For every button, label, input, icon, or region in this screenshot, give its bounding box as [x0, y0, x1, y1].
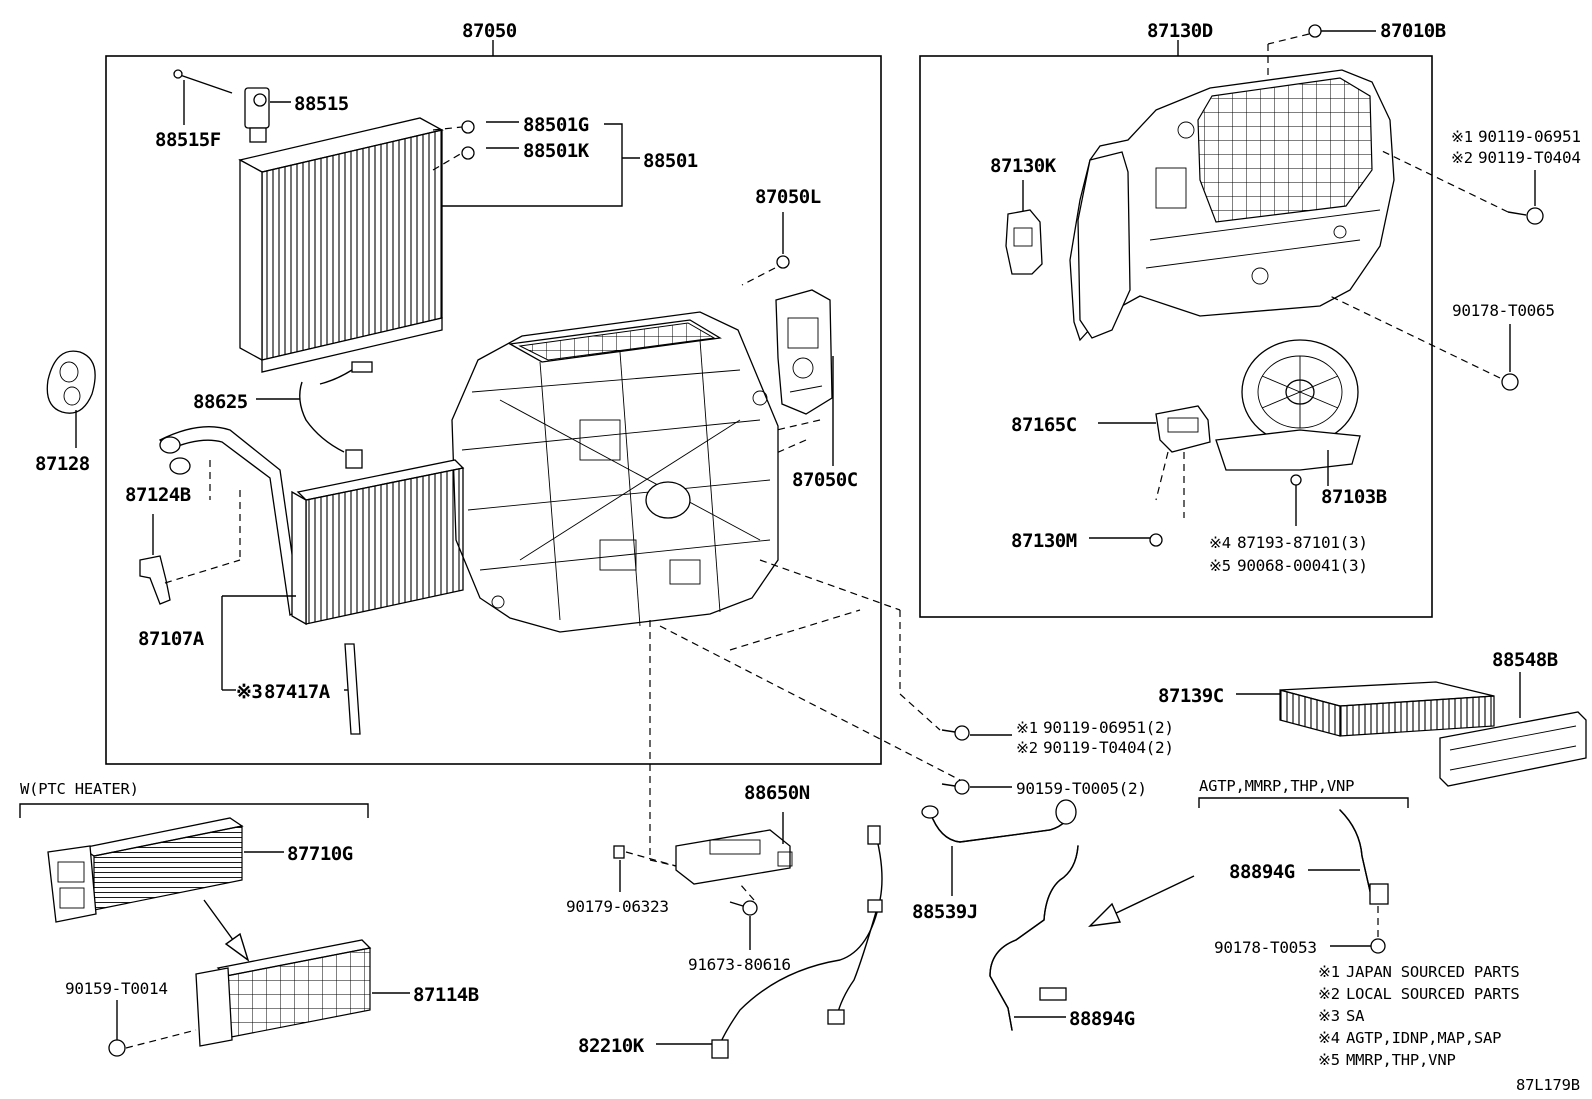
legend-mark: ※4	[1318, 1029, 1340, 1047]
filter-cover-drawing	[1439, 711, 1587, 787]
legend-text: MMRP,THP,VNP	[1346, 1051, 1456, 1069]
legend-mark: ※1	[1318, 963, 1340, 981]
grommet-87128-drawing	[46, 350, 96, 414]
legend-text: SA	[1346, 1007, 1365, 1025]
mark-2a: ※2	[1451, 149, 1473, 167]
callout-90119-T0404-2: 90119-T0404(2)	[1043, 738, 1174, 757]
hvac-case-drawing	[451, 311, 779, 633]
legend: ※1 JAPAN SOURCED PARTS ※2 LOCAL SOURCED …	[1318, 963, 1520, 1069]
callout-90068-00041: 90068-00041(3)	[1237, 556, 1368, 575]
seal-87417A-drawing	[344, 643, 361, 735]
evaporator-drawing	[238, 117, 444, 373]
figure-id: 87L179B	[1516, 1076, 1580, 1094]
legend-mark: ※2	[1318, 985, 1340, 1003]
callout-88539J: 88539J	[912, 901, 978, 923]
expansion-valve-drawing	[173, 69, 270, 143]
callout-87124B: 87124B	[125, 484, 191, 506]
group-ptc-heater: W(PTC HEATER)	[20, 780, 139, 798]
arrow-ptc	[203, 899, 250, 962]
mark-1a: ※1	[1451, 128, 1473, 146]
callout-88515F: 88515F	[155, 129, 221, 151]
temp-sensor-drawing	[299, 361, 373, 469]
callout-90119-T0404: 90119-T0404	[1478, 148, 1581, 167]
mark-3a: ※3	[236, 681, 262, 703]
callout-88894G-b: 88894G	[1069, 1008, 1135, 1030]
flow-arrow	[1088, 875, 1195, 927]
mark-4a: ※4	[1209, 534, 1231, 552]
callout-87128: 87128	[35, 453, 90, 475]
callout-91673-80616: 91673-80616	[688, 955, 791, 974]
legend-text: LOCAL SOURCED PARTS	[1346, 985, 1520, 1003]
clamp-87124B-drawing	[139, 555, 171, 605]
callout-87193-87101: 87193-87101(3)	[1237, 533, 1368, 552]
actuator-87130K-drawing	[1005, 209, 1043, 275]
callout-90178-T0065: 90178-T0065	[1452, 301, 1555, 320]
callout-88894G-a: 88894G	[1229, 861, 1295, 883]
callout-88548B: 88548B	[1492, 649, 1558, 671]
callout-87103B: 87103B	[1321, 486, 1387, 508]
callout-87130M: 87130M	[1011, 530, 1077, 552]
mark-5a: ※5	[1209, 557, 1231, 575]
callout-88501G: 88501G	[523, 114, 589, 136]
callout-88515: 88515	[294, 93, 349, 115]
ptc-heater-87710G-drawing	[47, 817, 244, 923]
resistor-87165C-drawing	[1155, 405, 1211, 453]
blower-motor-drawing	[1215, 339, 1361, 471]
legend-mark: ※3	[1318, 1007, 1340, 1025]
callout-90119-06951: 90119-06951	[1478, 127, 1581, 146]
group-variant: AGTP,MMRP,THP,VNP	[1199, 777, 1354, 795]
legend-text: AGTP,IDNP,MAP,SAP	[1346, 1029, 1501, 1047]
callout-88501K: 88501K	[523, 140, 590, 162]
callout-90119-06951-2: 90119-06951(2)	[1043, 718, 1174, 737]
drain-hose-drawing	[921, 799, 1077, 843]
callout-87130D: 87130D	[1147, 20, 1213, 42]
blower-87130D-frame: 87130D	[919, 20, 1433, 618]
ac-amplifier-drawing	[675, 829, 793, 885]
servo-motor-drawing	[775, 289, 833, 415]
callout-82210K: 82210K	[578, 1035, 645, 1057]
ptc-heater-87114B-drawing	[195, 939, 372, 1047]
o-rings	[432, 120, 475, 171]
callout-90159-T0005: 90159-T0005(2)	[1016, 779, 1147, 798]
callout-87710G: 87710G	[287, 843, 353, 865]
callout-90179-06323: 90179-06323	[566, 897, 669, 916]
callout-90178-T0053: 90178-T0053	[1214, 938, 1317, 957]
callout-87107A: 87107A	[138, 628, 205, 650]
cabin-filter-drawing	[1279, 681, 1495, 737]
mark-1b: ※1	[1016, 719, 1038, 737]
unit-87050-frame: 87050	[105, 20, 882, 765]
callout-88625: 88625	[193, 391, 248, 413]
callout-87050L: 87050L	[755, 186, 821, 208]
pipe-88894G-upper-drawing	[1339, 809, 1389, 905]
callout-87139C: 87139C	[1158, 685, 1224, 707]
callout-88501: 88501	[643, 150, 698, 172]
callout-87114B: 87114B	[413, 984, 479, 1006]
callout-87130K: 87130K	[990, 155, 1057, 177]
callout-88650N: 88650N	[744, 782, 810, 804]
mark-2b: ※2	[1016, 739, 1038, 757]
callout-87050C: 87050C	[792, 469, 858, 491]
heater-core-drawing	[158, 426, 465, 626]
callout-87165C: 87165C	[1011, 414, 1077, 436]
legend-mark: ※5	[1318, 1051, 1340, 1069]
callout-87417A: 87417A	[264, 681, 331, 703]
legend-text: JAPAN SOURCED PARTS	[1346, 963, 1520, 981]
pipe-88894G-lower-drawing	[989, 845, 1079, 1031]
blower-case-drawing	[1069, 69, 1395, 342]
callout-87010B: 87010B	[1380, 20, 1446, 42]
callout-87050: 87050	[462, 20, 517, 42]
wire-harness-drawing	[711, 825, 883, 1059]
callout-90159-T0014: 90159-T0014	[65, 979, 168, 998]
